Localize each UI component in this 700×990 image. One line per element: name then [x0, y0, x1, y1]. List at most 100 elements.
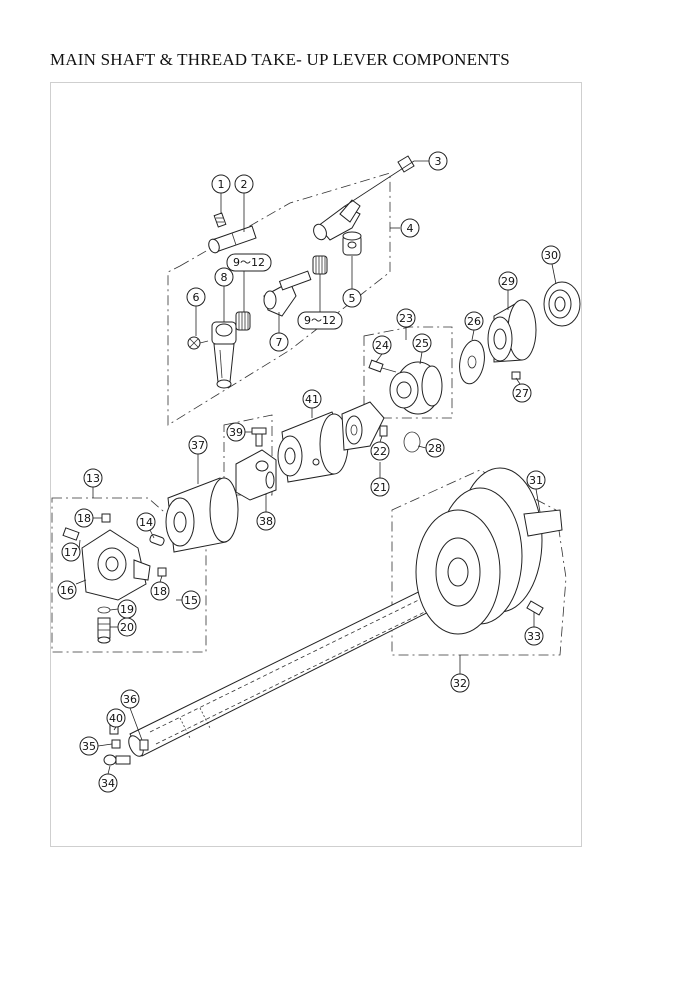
- svg-text:34: 34: [101, 777, 115, 790]
- callout-20: 20: [117, 617, 137, 637]
- part-stud-20: [97, 617, 111, 644]
- callout-40: 40: [106, 708, 126, 728]
- callout-5: 5: [342, 288, 362, 308]
- callout-22: 22: [370, 441, 390, 461]
- svg-text:18: 18: [153, 585, 167, 598]
- callout-37: 37: [188, 435, 208, 455]
- svg-text:20: 20: [120, 621, 134, 634]
- callout-30: 30: [541, 245, 561, 265]
- callout-4: 4: [400, 218, 420, 238]
- svg-text:33: 33: [527, 630, 541, 643]
- svg-text:35: 35: [82, 740, 96, 753]
- svg-text:31: 31: [529, 474, 543, 487]
- part-take-up-lever-pin-2: [208, 225, 257, 254]
- part-counterweight-37: [165, 477, 239, 553]
- svg-text:5: 5: [349, 292, 356, 305]
- part-bearing-30: [543, 281, 581, 327]
- part-snap-ring-28: [403, 431, 421, 453]
- part-pin-35: [111, 739, 121, 749]
- part-flange-22: [341, 401, 385, 451]
- svg-text:27: 27: [515, 387, 529, 400]
- svg-text:23: 23: [399, 312, 413, 325]
- callout-13: 13: [83, 468, 103, 488]
- svg-text:2: 2: [241, 178, 248, 191]
- diagram-frame: [50, 82, 582, 847]
- svg-text:29: 29: [501, 275, 515, 288]
- callout-14: 14: [136, 512, 156, 532]
- svg-text:39: 39: [229, 426, 243, 439]
- callout-26: 26: [464, 311, 484, 331]
- callout-23: 23: [396, 308, 416, 328]
- svg-text:18: 18: [77, 512, 91, 525]
- part-take-up-lever-3: [313, 155, 415, 241]
- svg-text:17: 17: [64, 546, 78, 559]
- part-collar-38: [235, 449, 277, 501]
- part-cam-13: [81, 529, 151, 601]
- callout-6: 6: [186, 287, 206, 307]
- svg-text:40: 40: [109, 712, 123, 725]
- callout-27: 27: [512, 383, 532, 403]
- callout-17: 17: [61, 542, 81, 562]
- svg-text:36: 36: [123, 693, 137, 706]
- svg-text:14: 14: [139, 516, 153, 529]
- callout-28: 28: [425, 438, 445, 458]
- leader-lines: [75, 160, 557, 775]
- svg-text:8: 8: [221, 271, 228, 284]
- part-screw-18-b: [157, 567, 167, 577]
- part-collar-41: [277, 411, 349, 483]
- part-screw-17: [62, 527, 80, 541]
- part-crank-7: [263, 270, 312, 317]
- part-screw-27: [511, 371, 521, 380]
- callout-8: 8: [214, 267, 234, 287]
- svg-text:21: 21: [373, 481, 387, 494]
- svg-text:4: 4: [407, 222, 414, 235]
- part-connecting-rod-8: [211, 321, 237, 389]
- svg-text:32: 32: [453, 677, 467, 690]
- callout-2: 2: [234, 174, 254, 194]
- part-plate-26: [459, 339, 485, 385]
- callout-35: 35: [79, 736, 99, 756]
- part-needle-bearing-9-12-b: [312, 255, 328, 275]
- part-pin-14: [149, 534, 165, 546]
- part-screw-36: [139, 739, 149, 751]
- svg-text:9～12: 9～12: [304, 314, 336, 327]
- callout-21: 21: [370, 477, 390, 497]
- part-screw-21: [379, 425, 388, 437]
- callout-19: 19: [117, 599, 137, 619]
- callout-36: 36: [120, 689, 140, 709]
- svg-text:28: 28: [428, 442, 442, 455]
- callout-7: 7: [269, 332, 289, 352]
- callout-25: 25: [412, 333, 432, 353]
- part-set-screw-1: [213, 212, 227, 228]
- callout-39: 39: [226, 422, 246, 442]
- svg-text:37: 37: [191, 439, 205, 452]
- callout-16: 16: [57, 580, 77, 600]
- svg-text:22: 22: [373, 445, 387, 458]
- part-screw-34: [103, 754, 131, 766]
- page-title: MAIN SHAFT & THREAD TAKE- UP LEVER COMPO…: [50, 50, 510, 69]
- svg-text:7: 7: [276, 336, 283, 349]
- svg-text:1: 1: [218, 178, 225, 191]
- callout-32: 32: [450, 673, 470, 693]
- svg-text:9～12: 9～12: [233, 256, 265, 269]
- svg-text:30: 30: [544, 249, 558, 262]
- callout-15: 15: [181, 590, 201, 610]
- callout-29: 29: [498, 271, 518, 291]
- callout-1: 1: [211, 174, 231, 194]
- svg-text:15: 15: [184, 594, 198, 607]
- svg-text:25: 25: [415, 337, 429, 350]
- callout-18-a: 18: [74, 508, 94, 528]
- callout-24: 24: [372, 335, 392, 355]
- part-screw-18-a: [101, 513, 111, 523]
- callout-33: 33: [524, 626, 544, 646]
- callout-31: 31: [526, 470, 546, 490]
- svg-text:16: 16: [60, 584, 74, 597]
- part-screw-33: [526, 600, 544, 616]
- callout-38: 38: [256, 511, 276, 531]
- svg-text:38: 38: [259, 515, 273, 528]
- svg-text:41: 41: [305, 393, 319, 406]
- callout-18-b: 18: [150, 581, 170, 601]
- callout-9-12-b: 9～12: [297, 311, 343, 330]
- callout-9-12-a: 9～12: [226, 253, 272, 272]
